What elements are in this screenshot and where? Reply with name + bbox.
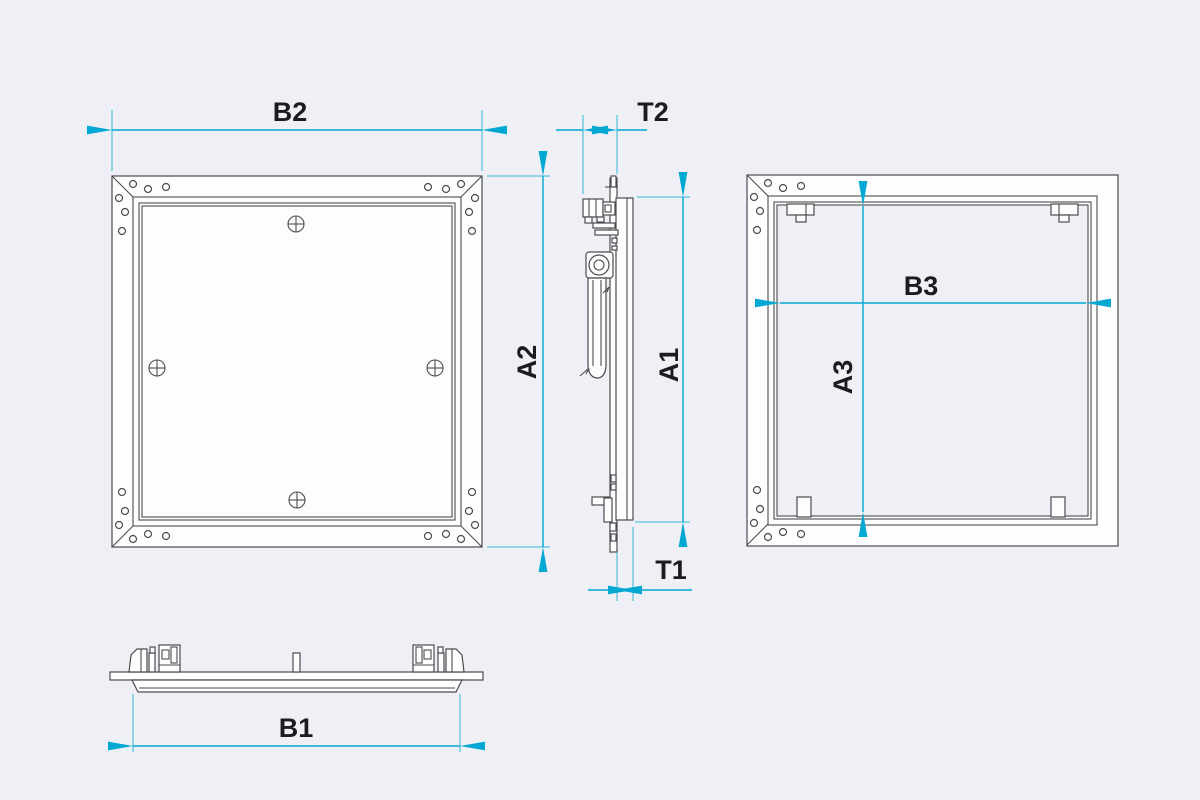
- front-outer-frame: [111, 175, 483, 548]
- dim-label-t2: T2: [637, 97, 669, 127]
- front-inner-frame-edge: [132, 196, 462, 527]
- front-view: [111, 175, 483, 548]
- dimension-b2: B2: [87, 97, 507, 171]
- back-bottom-hinge-pockets: [796, 496, 1066, 518]
- dim-label-b2: B2: [273, 97, 308, 127]
- side-view: [579, 175, 634, 553]
- side-latch-arm: [579, 251, 614, 379]
- back-inner-frame-edge: [767, 195, 1098, 526]
- dimension-t1: T1: [588, 527, 692, 601]
- back-opening: [776, 204, 1089, 517]
- bottom-flange: [109, 671, 484, 681]
- dimension-t2: T2: [556, 97, 669, 194]
- dim-label-a2: A2: [512, 345, 542, 380]
- side-panel-board: [615, 197, 634, 521]
- dimension-a1: A1: [635, 172, 690, 547]
- dim-label-a1: A1: [654, 348, 684, 383]
- dimension-a2: A2: [487, 151, 550, 572]
- bottom-panel-edge: [131, 679, 463, 693]
- front-panel-bevel-inner: [141, 205, 453, 518]
- dim-label-b3: B3: [904, 271, 939, 301]
- dim-label-a3: A3: [828, 360, 858, 395]
- bottom-center-tab: [292, 652, 301, 673]
- front-panel-bevel-outer: [138, 202, 456, 521]
- side-top-latch: [582, 198, 619, 251]
- side-plate-top-tab: [610, 175, 617, 188]
- back-view: [746, 174, 1119, 547]
- dimension-a3: A3: [828, 181, 868, 537]
- dimension-b1: B1: [108, 694, 485, 752]
- dim-label-t1: T1: [655, 555, 687, 585]
- dimension-b3: B3: [755, 271, 1111, 308]
- dim-label-b1: B1: [279, 713, 314, 743]
- side-bottom-hardware: [591, 474, 617, 542]
- back-opening-edge-outer: [773, 201, 1092, 520]
- bottom-view: [109, 644, 484, 693]
